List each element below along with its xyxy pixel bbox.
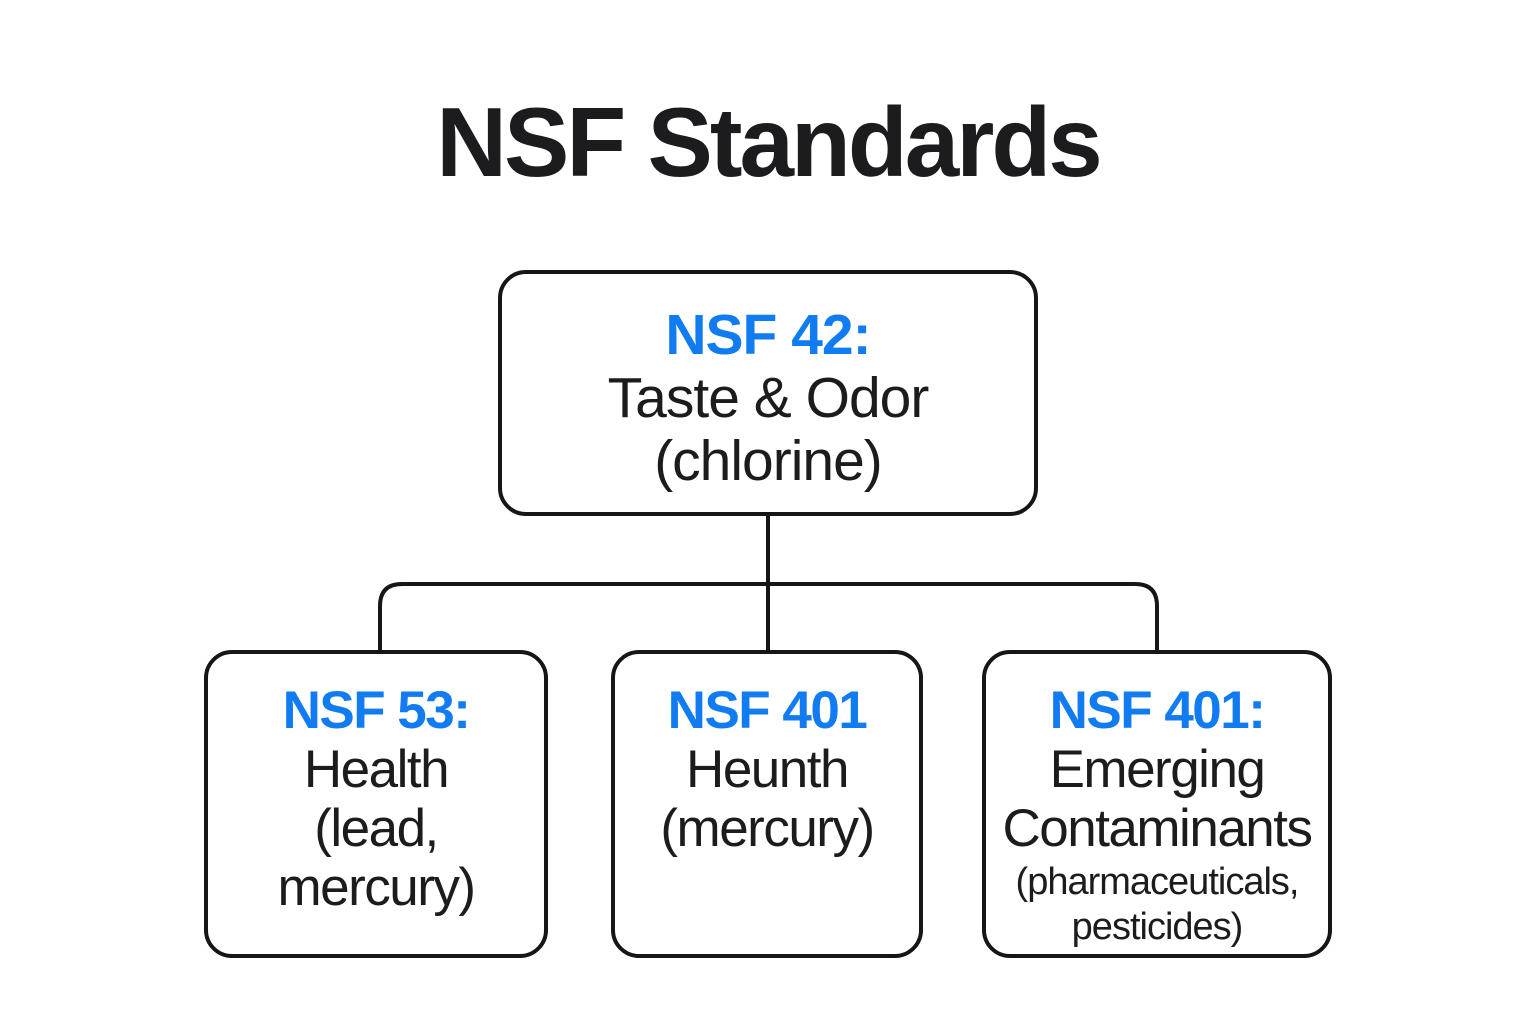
node-nsf-53-heading: NSF 53: [282, 681, 471, 740]
node-nsf-53-line: mercury) [277, 858, 476, 917]
node-nsf-53: NSF 53: Health (lead, mercury) [204, 650, 548, 958]
diagram-title: NSF Standards [436, 87, 1102, 197]
node-nsf-401-middle-line: (mercury) [660, 799, 875, 858]
node-nsf-401-right-line: Emerging [1049, 740, 1266, 799]
node-nsf-401-middle-heading: NSF 401 [667, 681, 868, 740]
node-nsf-42-heading: NSF 42: [665, 303, 871, 367]
node-nsf-42: NSF 42: Taste & Odor (chlorine) [498, 270, 1038, 516]
node-nsf-53-line: (lead, [314, 799, 439, 858]
node-nsf-42-line: Taste & Odor [607, 366, 930, 430]
node-nsf-401-right: NSF 401: Emerging Contaminants (pharmace… [982, 650, 1332, 958]
node-nsf-401-right-heading: NSF 401: [1049, 681, 1266, 740]
node-nsf-401-middle: NSF 401 Heunth (mercury) [611, 650, 923, 958]
node-nsf-42-line: (chlorine) [654, 429, 883, 493]
node-nsf-401-right-line: Contaminants [1002, 799, 1313, 858]
node-nsf-401-right-small-line: (pharmaceuticals, [1015, 861, 1300, 903]
connector-branch-bracket [378, 582, 1159, 652]
node-nsf-401-middle-line: Heunth [686, 740, 849, 799]
node-nsf-401-right-small-line: pesticides) [1071, 906, 1244, 948]
node-nsf-53-line: Health [303, 740, 450, 799]
